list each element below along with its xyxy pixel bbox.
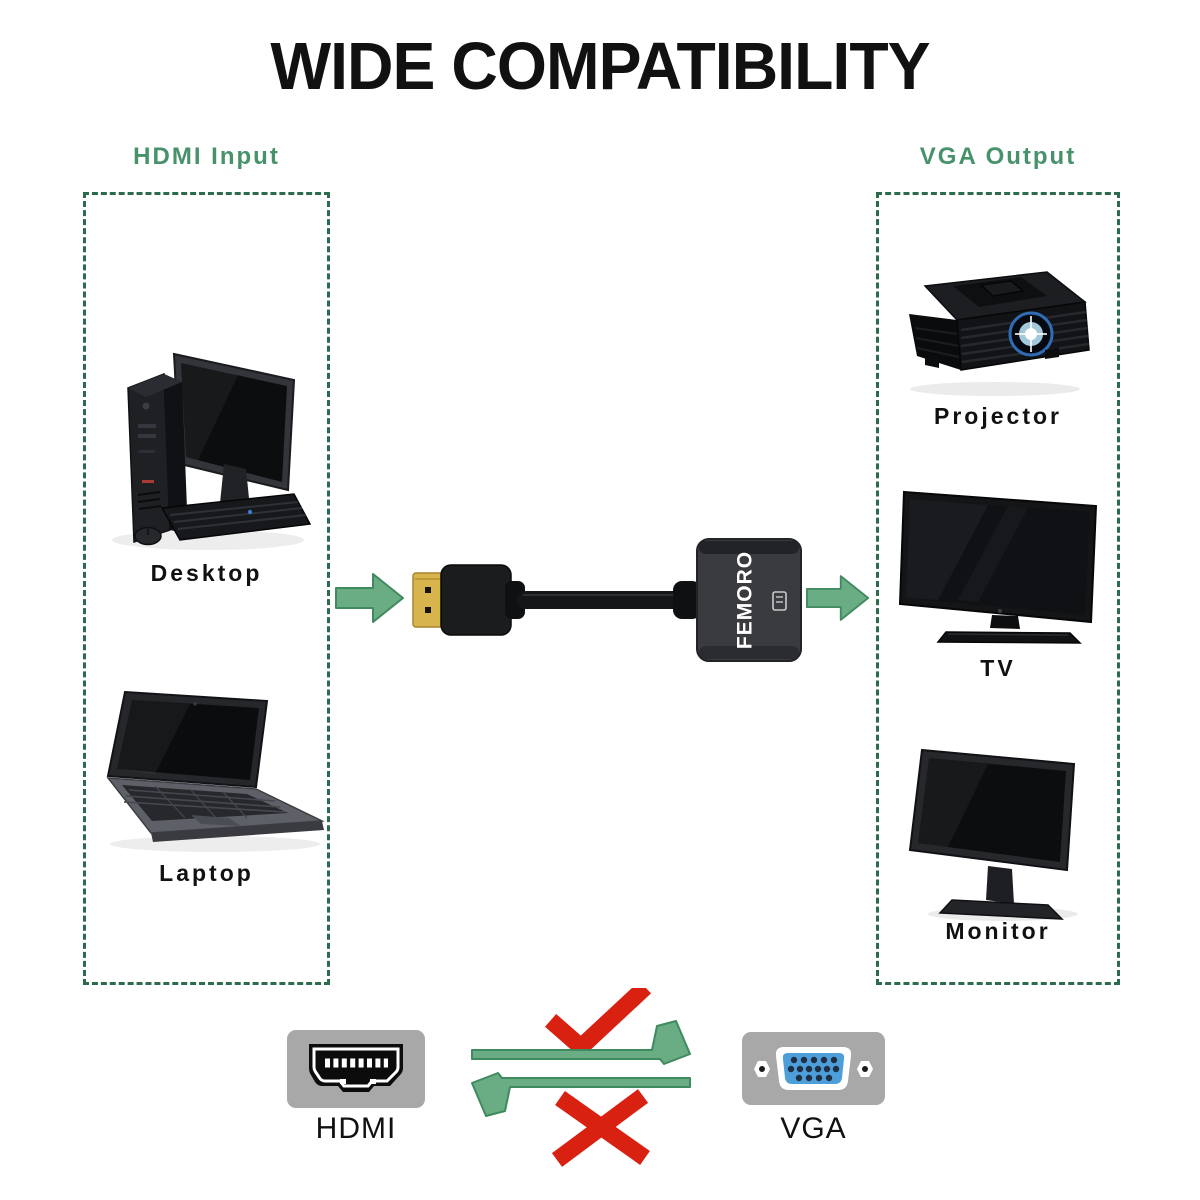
device-label-projector: Projector	[934, 403, 1062, 429]
hdmi-port-icon	[287, 1030, 425, 1108]
cross-icon	[551, 1089, 650, 1167]
arrow-right-icon	[335, 573, 404, 623]
device-label-tv: TV	[980, 655, 1016, 681]
conversion-direction-diagram	[471, 988, 691, 1167]
device-label-desktop: Desktop	[150, 560, 263, 586]
device-label-monitor: Monitor	[945, 918, 1051, 944]
desktop-computer-image	[112, 352, 312, 550]
vga-port-icon	[742, 1032, 885, 1105]
adapter-brand-text: FEMORO	[734, 551, 757, 649]
laptop-image	[106, 690, 325, 852]
projector-image	[909, 271, 1090, 396]
hdmi-to-vga-adapter-image: FEMORO	[412, 538, 802, 662]
hdmi-input-label: HDMI Input	[133, 143, 280, 170]
hdmi-port-label: HDMI	[315, 1112, 397, 1145]
device-label-laptop: Laptop	[159, 860, 254, 886]
arrow-hdmi-to-vga-icon	[471, 1020, 691, 1065]
page-title: WIDE COMPATIBILITY	[270, 29, 930, 104]
hdmi-input-box	[83, 192, 330, 985]
vga-port-label: VGA	[780, 1112, 847, 1145]
tv-image	[898, 490, 1098, 644]
vga-output-label: VGA Output	[919, 143, 1077, 170]
check-icon	[545, 988, 652, 1059]
arrow-vga-to-hdmi-icon	[471, 1072, 691, 1117]
vga-output-box	[876, 192, 1120, 985]
monitor-image	[908, 748, 1078, 921]
arrow-right-icon	[806, 575, 870, 621]
